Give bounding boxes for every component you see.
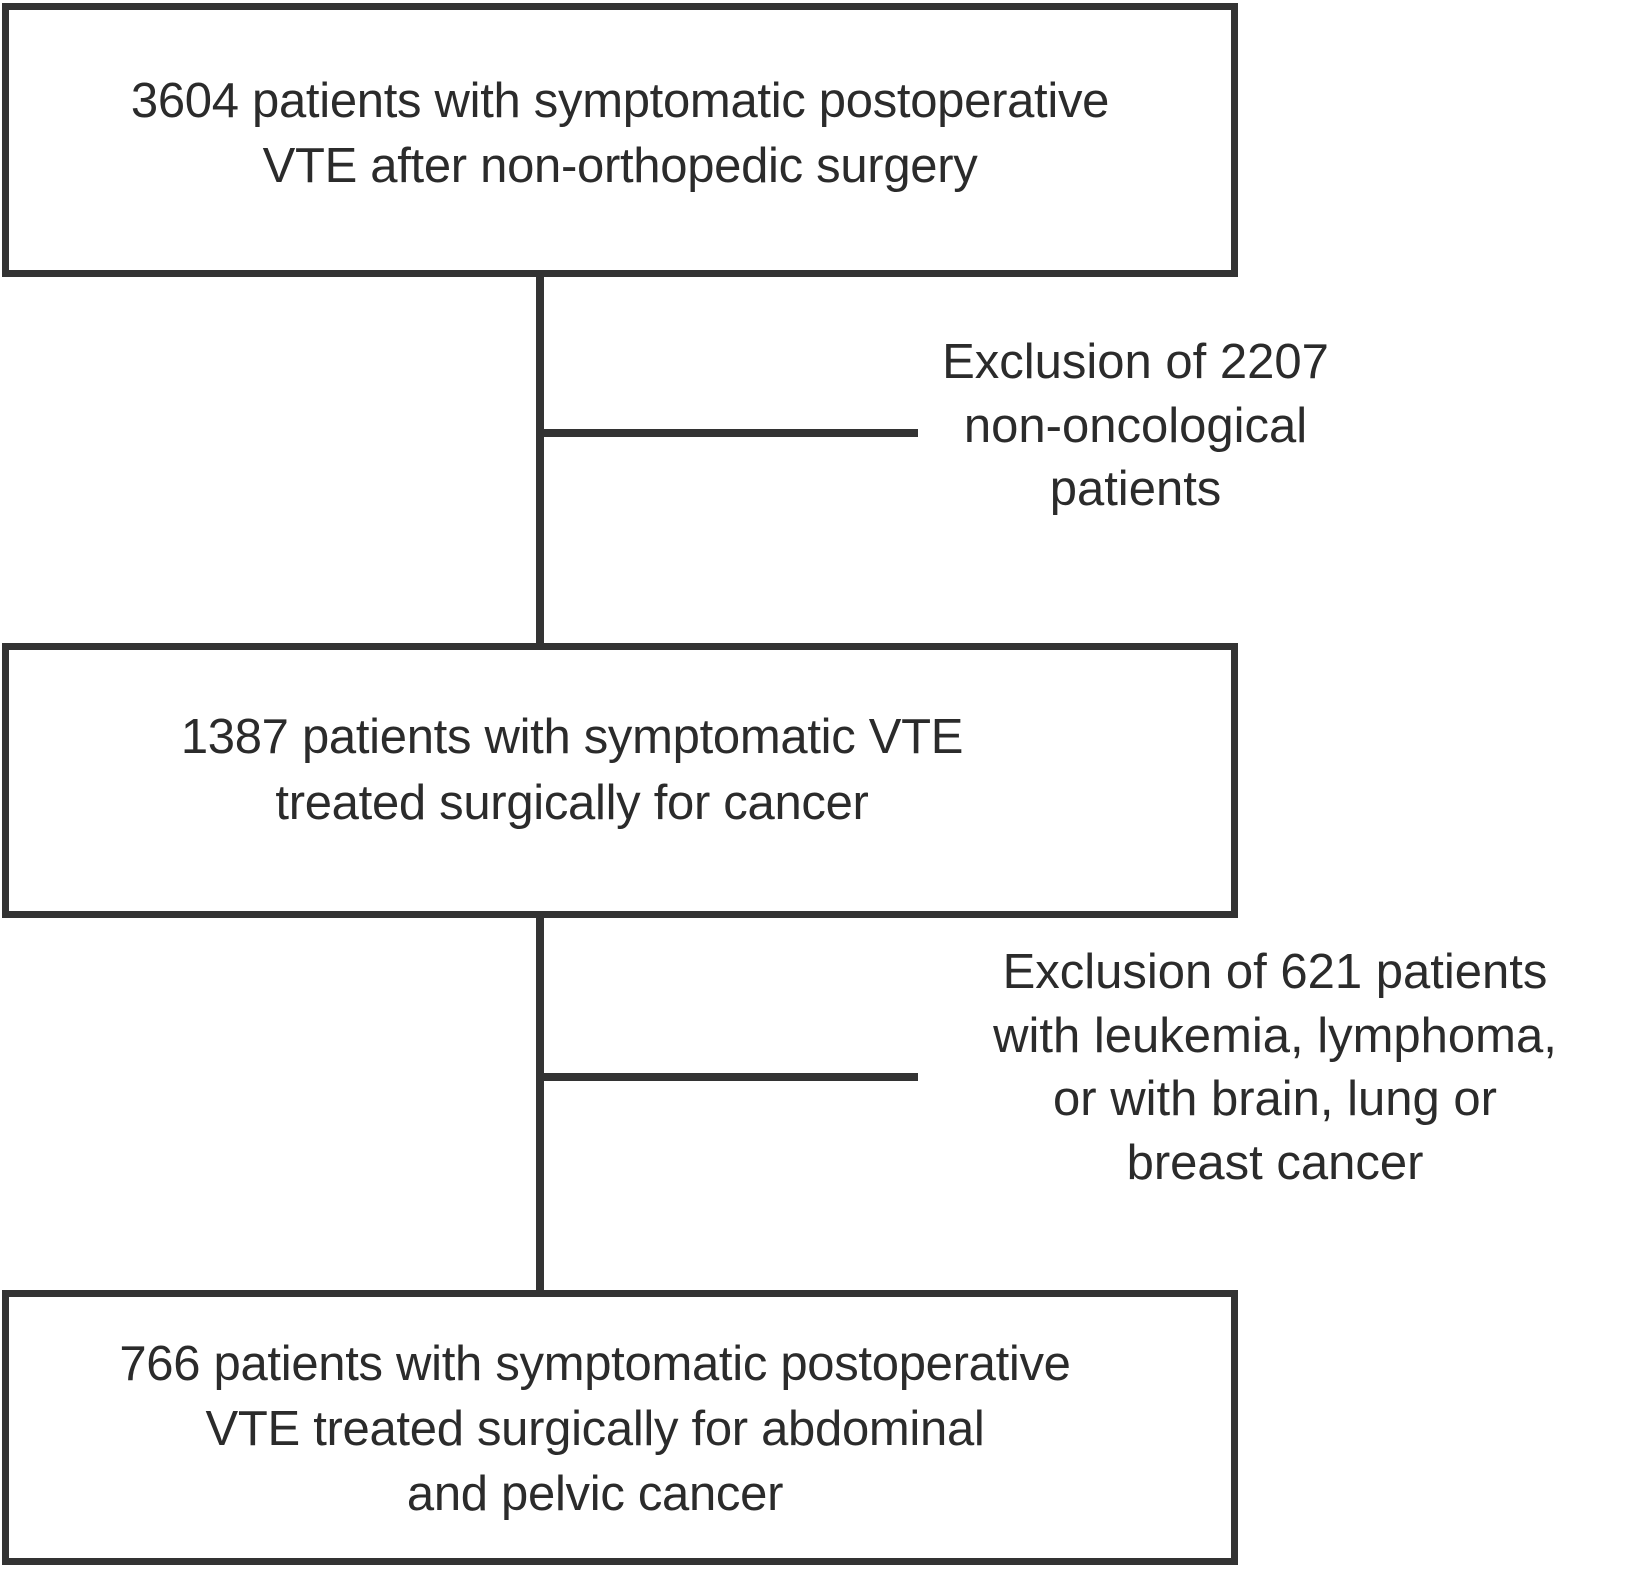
exclusion-note-cancer-types: Exclusion of 621 patients with leukemia,… [993, 945, 1557, 1191]
connector-horizontal-exclusion-1 [536, 429, 918, 437]
flow-box-final-cohort-label: 766 patients with symptomatic postoperat… [119, 1336, 1071, 1522]
flow-box-total-cohort-label: 3604 patients with symptomatic postopera… [130, 73, 1110, 193]
flow-box-total-cohort: 3604 patients with symptomatic postopera… [2, 3, 1238, 277]
flow-box-cancer-cohort: 1387 patients with symptomatic VTE treat… [2, 643, 1238, 918]
connector-vertical-1 [536, 270, 544, 650]
exclusion-note-non-oncological: Exclusion of 2207 non-oncological patien… [942, 335, 1329, 517]
connector-horizontal-exclusion-2 [536, 1073, 918, 1081]
connector-vertical-2 [536, 911, 544, 1297]
flow-box-final-cohort: 766 patients with symptomatic postoperat… [2, 1290, 1238, 1565]
flow-box-cancer-cohort-label: 1387 patients with symptomatic VTE treat… [180, 710, 964, 830]
